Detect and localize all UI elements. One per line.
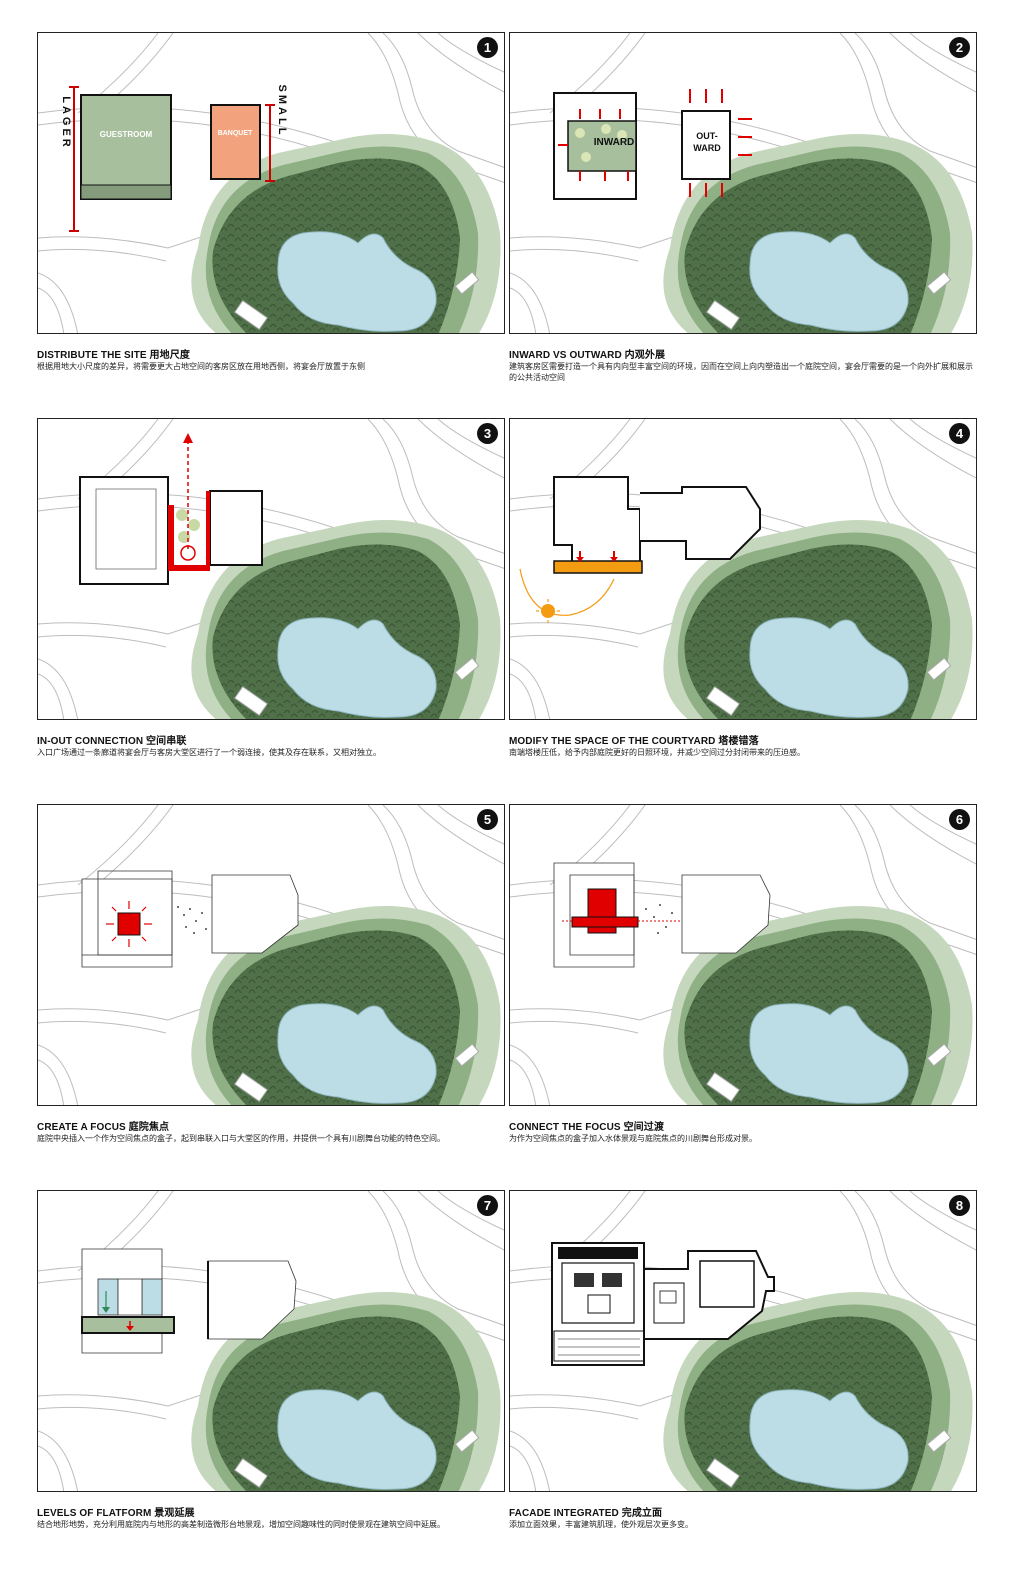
- step-number-badge: 2: [949, 37, 970, 58]
- panel-4: 4: [509, 418, 977, 720]
- site-plan: [510, 805, 976, 1105]
- step-number-badge: 4: [949, 423, 970, 444]
- panel-8-desc: 添加立面效果，丰富建筑肌理，使外观层次更多变。: [509, 1520, 693, 1529]
- step-number-badge: 8: [949, 1195, 970, 1216]
- panel-4-title: MODIFY THE SPACE OF THE COURTYARD 塔楼错落: [509, 736, 759, 747]
- small-label: SMALL: [276, 85, 288, 138]
- banquet-block: [210, 104, 261, 180]
- panel-8-title: FACADE INTEGRATED 完成立面: [509, 1508, 663, 1519]
- panel-7-desc: 结合地形地势，充分利用庭院内与地形的高差制造微形台地景观，增加空间趣味性的同时使…: [37, 1520, 445, 1529]
- guestroom-label: GUESTROOM: [100, 130, 153, 139]
- site-plan: INWARD OUT- WARD: [510, 33, 976, 333]
- panel-6: 6: [509, 804, 977, 1106]
- panel-6-desc: 为作为空间焦点的盒子加入水体景观与庭院焦点的川剧舞台形成对景。: [509, 1134, 757, 1143]
- site-plan: GUESTROOM BANQUET LAGER SMALL: [38, 33, 504, 333]
- panel-7-title: LEVELS OF FLATFORM 景观延展: [37, 1508, 195, 1519]
- inward-label: INWARD: [594, 137, 635, 148]
- panel-5-title: CREATE A FOCUS 庭院焦点: [37, 1122, 170, 1133]
- outward-label-2: WARD: [693, 143, 721, 153]
- panel-5: 5: [37, 804, 505, 1106]
- site-plan: [38, 805, 504, 1105]
- outward-label-1: OUT-: [696, 131, 718, 141]
- panel-2-title: INWARD VS OUTWARD 内观外展: [509, 350, 666, 361]
- panel-3-title: IN-OUT CONNECTION 空间串联: [37, 736, 187, 747]
- panel-1-desc: 根据用地大小尺度的差异，将需要更大占地空间的客房区放在用地西侧，将宴会厅放置于东…: [37, 362, 365, 371]
- guestroom-block: [80, 94, 172, 200]
- panel-1-title: DISTRIBUTE THE SITE 用地尺度: [37, 350, 190, 361]
- focus-box: [117, 912, 141, 936]
- panel-1: GUESTROOM BANQUET LAGER SMALL 1: [37, 32, 505, 334]
- step-number-badge: 5: [477, 809, 498, 830]
- large-label: LAGER: [60, 96, 72, 150]
- panel-8: 8: [509, 1190, 977, 1492]
- site-plan: [38, 1191, 504, 1491]
- panel-6-title: CONNECT THE FOCUS 空间过渡: [509, 1122, 664, 1133]
- step-number-badge: 7: [477, 1195, 498, 1216]
- step-number-badge: 3: [477, 423, 498, 444]
- sun-icon: [541, 604, 555, 618]
- banquet-label: BANQUET: [218, 130, 253, 137]
- site-plan: [510, 419, 976, 719]
- site-plan: [510, 1191, 976, 1491]
- step-number-badge: 1: [477, 37, 498, 58]
- panel-4-desc: 南端塔楼压低，给予内部庭院更好的日照环境，并减少空间过分封闭带来的压迫感。: [509, 748, 805, 757]
- panel-3-desc: 入口广场通过一条廊道将宴会厅与客房大堂区进行了一个弱连接，使其及存在联系，又相对…: [37, 748, 381, 757]
- platform-level: [81, 1316, 175, 1334]
- site-plan: [38, 419, 504, 719]
- step-number-badge: 6: [949, 809, 970, 830]
- outward-block: [681, 110, 731, 180]
- panel-3: 3: [37, 418, 505, 720]
- panel-2: INWARD OUT- WARD 2: [509, 32, 977, 334]
- lowered-tower: [553, 560, 643, 574]
- panel-7: 7: [37, 1190, 505, 1492]
- panel-5-desc: 庭院中央插入一个作为空间焦点的盒子，起到串联入口与大堂区的作用，并提供一个具有川…: [37, 1134, 445, 1143]
- panel-2-desc: 建筑客房区需要打造一个具有内向型丰富空间的环境，因而在空间上向内塑造出一个庭院空…: [509, 362, 973, 382]
